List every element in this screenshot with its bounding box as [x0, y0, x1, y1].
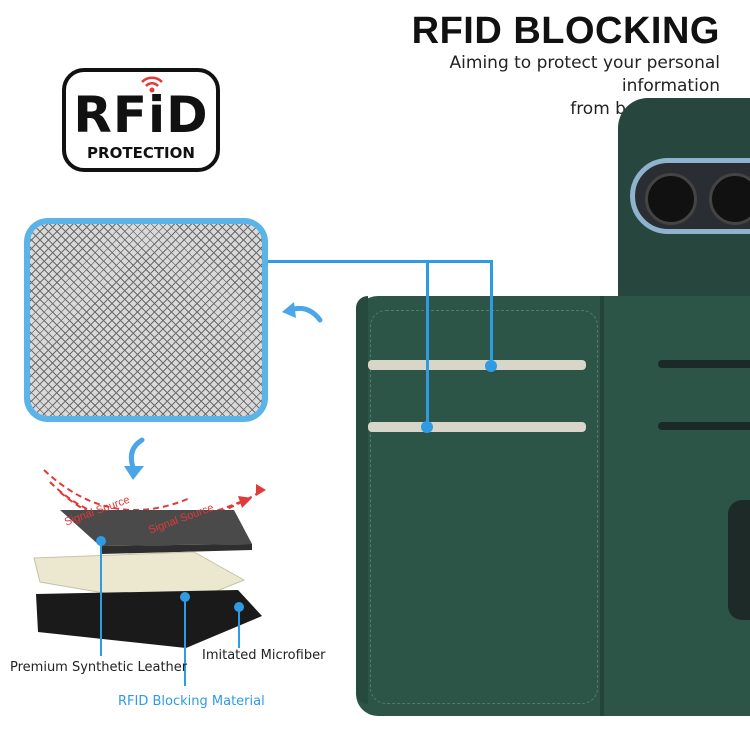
- subtitle-line-1: Aiming to protect your personal informat…: [449, 53, 720, 96]
- leader-dot-microfiber: [234, 602, 244, 612]
- curved-arrow-left-icon: [282, 302, 323, 323]
- signal-waves-icon: [141, 76, 163, 93]
- wallet-edge: [356, 296, 368, 704]
- rfid-mesh-swatch: [24, 218, 268, 422]
- label-rfid-material: RFID Blocking Material: [118, 694, 265, 709]
- curved-arrow-down-icon: [124, 437, 145, 480]
- badge-rfid-text: RFiD: [73, 86, 209, 144]
- layer-diagram: [33, 469, 266, 648]
- camera-lens-icon: [645, 173, 697, 225]
- connector-line-top: [268, 260, 492, 263]
- badge-protection-text: PROTECTION: [87, 144, 195, 162]
- leader-line-leather: [100, 540, 102, 656]
- wallet-stitching: [370, 310, 598, 704]
- leader-line-microfiber: [238, 606, 240, 648]
- camera-bar: [630, 158, 750, 234]
- card-slot-1: [368, 360, 586, 370]
- card-slot-4: [658, 422, 750, 430]
- card-slot-3: [658, 360, 750, 368]
- leader-line-rfid: [184, 596, 186, 686]
- wallet-clasp: [728, 500, 750, 620]
- headline-title: RFID BLOCKING: [411, 10, 720, 52]
- connector-dot-2: [421, 421, 433, 433]
- connector-line-inner: [426, 260, 429, 426]
- connector-dot-1: [485, 360, 497, 372]
- label-microfiber: Imitated Microfiber: [202, 648, 326, 663]
- leader-dot-leather: [96, 536, 106, 546]
- rfid-protection-badge: RFiD PROTECTION: [62, 68, 220, 172]
- wallet-fold: [600, 296, 604, 716]
- leader-dot-rfid: [180, 592, 190, 602]
- label-leather: Premium Synthetic Leather: [10, 660, 188, 675]
- camera-lens-2-icon: [709, 173, 750, 225]
- connector-line-outer: [490, 260, 493, 366]
- card-slot-2: [368, 422, 586, 432]
